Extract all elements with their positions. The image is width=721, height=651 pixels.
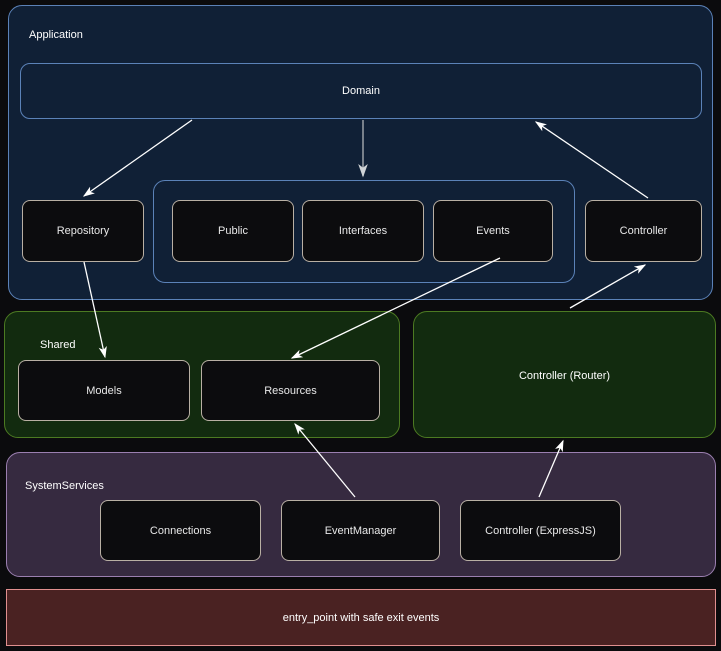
container-domain[interactable]	[20, 63, 702, 119]
container-domain-label: Domain	[342, 85, 380, 97]
node-repository-label: Repository	[56, 225, 110, 237]
node-public[interactable]: Public	[172, 200, 294, 262]
node-repository[interactable]: Repository	[22, 200, 144, 262]
container-system-services-label: SystemServices	[25, 480, 104, 492]
node-connections-label: Connections	[149, 524, 212, 537]
node-event-manager[interactable]: EventManager	[281, 500, 440, 561]
node-connections[interactable]: Connections	[100, 500, 261, 561]
node-controller-expressjs[interactable]: Controller (ExpressJS)	[460, 500, 621, 561]
node-interfaces[interactable]: Interfaces	[302, 200, 424, 262]
node-resources-label: Resources	[264, 384, 317, 397]
node-controller-label: Controller	[619, 225, 668, 237]
node-events-label: Events	[476, 225, 510, 237]
node-resources[interactable]: Resources	[201, 360, 380, 421]
container-application-label: Application	[29, 29, 83, 41]
node-models-label: Models	[86, 384, 122, 397]
node-controller[interactable]: Controller	[585, 200, 702, 262]
node-event-manager-label: EventManager	[324, 524, 397, 537]
node-models[interactable]: Models	[18, 360, 190, 421]
node-events[interactable]: Events	[433, 200, 553, 262]
node-interfaces-label: Interfaces	[338, 225, 388, 237]
node-public-label: Public	[218, 225, 248, 237]
node-controller-expressjs-label: Controller (ExpressJS)	[485, 524, 596, 537]
container-controller-router-label: Controller (Router)	[518, 370, 611, 382]
container-shared-label: Shared	[40, 339, 76, 351]
container-entry-point[interactable]: entry_point with safe exit events	[6, 589, 716, 646]
container-entry-point-label: entry_point with safe exit events	[282, 611, 440, 624]
